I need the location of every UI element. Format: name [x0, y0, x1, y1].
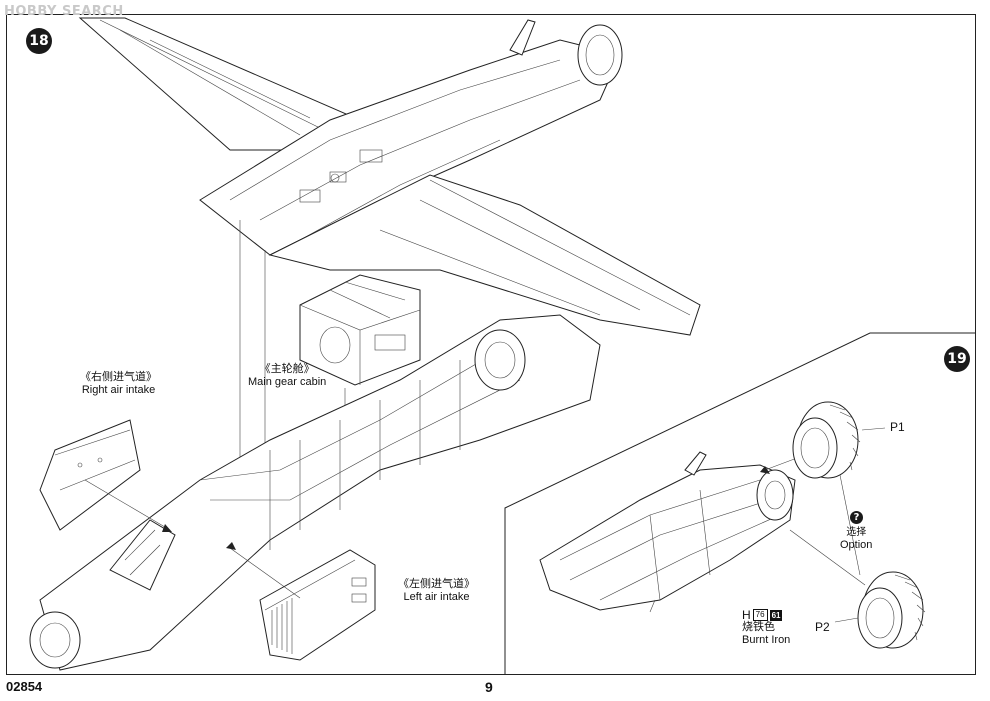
- part-p1-label: P1: [890, 420, 905, 434]
- main-gear-cabin-label-cn: 《主轮舱》: [259, 363, 315, 375]
- kit-number: 02854: [6, 679, 43, 694]
- color-name-label: 烧铁色 Burnt Iron: [742, 621, 790, 647]
- watermark: HOBBY SEARCH: [4, 4, 124, 19]
- option-label-en: Option: [840, 539, 873, 551]
- wing-assembly: [78, 17, 701, 336]
- color-name-cn: 烧铁色: [742, 621, 775, 633]
- page-number: 9: [485, 679, 493, 695]
- main-gear-cabin-part: [299, 274, 421, 386]
- right-air-intake-label-en: Right air intake: [81, 384, 156, 396]
- option-label-cn: 选择: [846, 527, 867, 538]
- option-label: 选择 Option: [840, 526, 872, 552]
- right-air-intake-part: [39, 419, 141, 531]
- right-air-intake-label-cn: 《右侧进气道》: [80, 371, 157, 383]
- color-name-en: Burnt Iron: [742, 634, 791, 646]
- fuselage-part: [29, 314, 601, 671]
- left-air-intake-label: 《左侧进气道》 Left air intake: [398, 578, 475, 604]
- right-air-intake-label: 《右侧进气道》 Right air intake: [80, 371, 157, 397]
- nozzle-p2-part: [857, 571, 926, 649]
- tail-section-part: [539, 451, 796, 613]
- step19-panel-border: [504, 332, 976, 675]
- color-code-white-box: 76: [752, 609, 768, 621]
- left-air-intake-label-cn: 《左侧进气道》: [398, 578, 475, 590]
- main-gear-cabin-label: 《主轮舱》 Main gear cabin: [248, 363, 326, 389]
- main-gear-cabin-label-en: Main gear cabin: [248, 376, 327, 388]
- option-icon: ?: [850, 511, 863, 524]
- color-code-black-box: 61: [769, 609, 783, 621]
- color-callout: H 76 61: [742, 608, 783, 622]
- part-p2-label: P2: [815, 620, 830, 634]
- left-air-intake-label-en: Left air intake: [403, 591, 470, 603]
- color-prefix: H: [742, 608, 751, 622]
- nozzle-p1-part: [792, 401, 861, 479]
- page-frame: [6, 14, 976, 675]
- step-18-badge: 18: [26, 28, 52, 54]
- left-air-intake-part: [259, 549, 376, 661]
- step-19-badge: 19: [944, 346, 970, 372]
